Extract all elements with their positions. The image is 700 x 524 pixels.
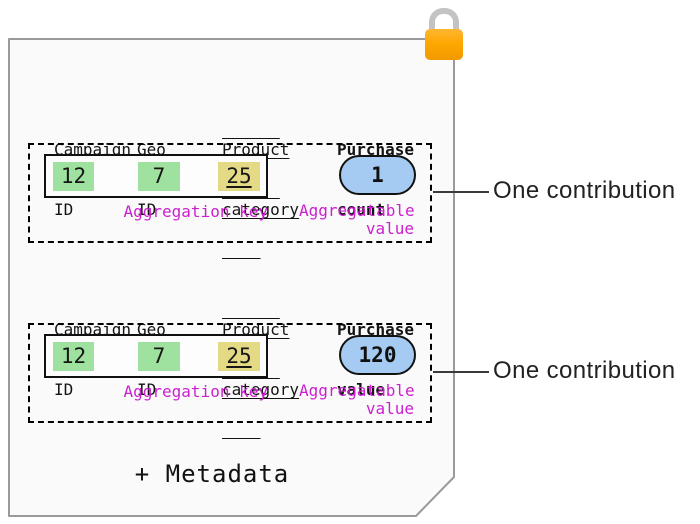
- campaign-id-cell: 12: [53, 342, 94, 371]
- cell-value: 25: [226, 164, 252, 188]
- oval-value: 1: [371, 163, 384, 187]
- product-category-cell: 25: [218, 342, 260, 371]
- label-line: Aggregatable: [299, 381, 415, 400]
- geo-id-cell: 7: [138, 162, 180, 191]
- cell-value: 12: [60, 344, 87, 368]
- one-contribution-label: One contribution: [493, 357, 676, 384]
- aggregation-key-label: Aggregation key: [123, 382, 269, 401]
- metadata-label: + Metadata: [134, 460, 290, 488]
- aggregatable-value-oval: 1: [339, 155, 416, 195]
- lock-icon: [425, 7, 463, 60]
- lock-body: [425, 29, 463, 60]
- contribution-boundary: [28, 323, 432, 423]
- geo-id-cell: 7: [138, 342, 180, 371]
- contribution-group-count: Campaign ID Geo ID Product category Purc…: [28, 140, 676, 243]
- product-category-cell: 25: [218, 162, 260, 191]
- cell-value: 7: [152, 344, 166, 368]
- header-line: ID: [54, 380, 74, 399]
- header-line: category: [222, 380, 300, 399]
- label-line: value: [365, 219, 414, 238]
- aggregatable-value-label: Aggregatable value: [299, 201, 415, 238]
- header-line: category: [222, 200, 300, 219]
- header-line: ID: [54, 200, 74, 219]
- label-line: Aggregatable: [299, 201, 415, 220]
- aggregation-key-label: Aggregation key: [123, 202, 269, 221]
- one-contribution-label: One contribution: [493, 177, 676, 204]
- label-line: value: [365, 399, 414, 418]
- header-line: count: [337, 200, 386, 219]
- campaign-id-cell: 12: [53, 162, 94, 191]
- cell-value: 25: [226, 344, 252, 368]
- aggregatable-value-oval: 120: [339, 335, 416, 375]
- cell-value: 7: [152, 164, 166, 188]
- cell-value: 12: [60, 164, 87, 188]
- header-line: ID: [137, 380, 157, 399]
- header-line: ID: [137, 200, 157, 219]
- connector-line: [433, 371, 489, 373]
- connector-line: [433, 191, 489, 193]
- header-line: value: [337, 380, 386, 399]
- oval-value: 120: [358, 343, 397, 367]
- aggregatable-value-label: Aggregatable value: [299, 381, 415, 418]
- lock-shackle: [429, 8, 459, 35]
- contribution-group-value: Campaign ID Geo ID Product category Purc…: [0, 180, 700, 442]
- contribution-boundary: [28, 143, 432, 243]
